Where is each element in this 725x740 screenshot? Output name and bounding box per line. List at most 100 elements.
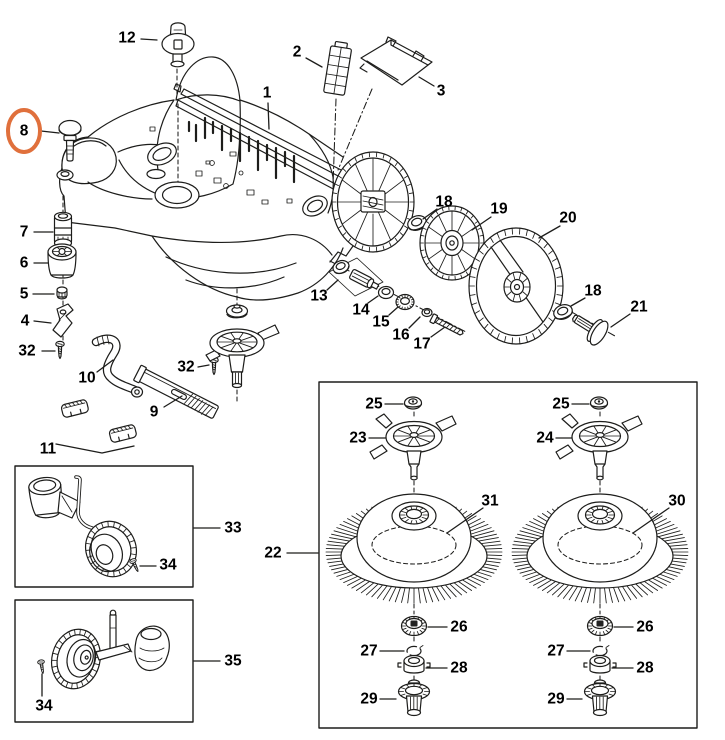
part-7-drawing xyxy=(53,211,73,248)
leader-line xyxy=(446,507,484,534)
inset-box-35 xyxy=(14,599,194,723)
callout-17: 17 xyxy=(413,326,446,353)
kit-33-drawing xyxy=(28,475,142,578)
callout-19: 19 xyxy=(471,201,508,231)
part-number-label: 1 xyxy=(263,85,272,102)
part-number-label: 16 xyxy=(392,327,410,344)
leader-line xyxy=(326,279,339,291)
leader-line xyxy=(305,57,323,68)
callout-18: 18 xyxy=(422,194,453,220)
leader-line xyxy=(408,316,421,329)
part-number-label: 9 xyxy=(150,404,159,421)
inset-box-33 xyxy=(14,465,194,588)
callout-27: 27 xyxy=(360,643,405,660)
leader-line xyxy=(140,38,158,41)
part-number-label: 4 xyxy=(21,313,30,330)
part-number-label: 31 xyxy=(481,493,499,510)
part-11-clip-drawing xyxy=(60,399,89,418)
part-number-label: 25 xyxy=(552,396,570,413)
part-number-label: 34 xyxy=(35,698,53,715)
deck-spindle-drawing xyxy=(205,304,280,389)
part-number-label: 29 xyxy=(360,691,378,708)
callout-5: 5 xyxy=(20,286,55,303)
callout-34: 34 xyxy=(139,557,177,574)
part-number-label: 12 xyxy=(118,30,135,47)
part-number-label: 19 xyxy=(490,201,508,218)
part-number-label: 26 xyxy=(450,619,468,636)
leader-line xyxy=(197,364,210,368)
part-21-bolt-drawing xyxy=(572,314,609,346)
part-34-screw xyxy=(36,658,47,675)
leader-line xyxy=(418,76,435,87)
part-number-label: 15 xyxy=(372,314,390,331)
part-number-label: 21 xyxy=(630,299,648,316)
part-number-label: 23 xyxy=(349,430,367,447)
part-number-label: 20 xyxy=(559,210,576,227)
part-number-label: 32 xyxy=(177,359,194,376)
callout-27-2: 27 xyxy=(547,643,591,660)
part-number-label: 3 xyxy=(437,83,446,100)
callout-2: 2 xyxy=(293,44,323,68)
callout-28-2: 28 xyxy=(611,660,654,677)
callout-13: 13 xyxy=(310,279,339,305)
callout-4: 4 xyxy=(21,313,52,330)
part-5-nut-drawing xyxy=(56,286,68,300)
part-32-screw xyxy=(55,340,65,360)
callout-7: 7 xyxy=(20,224,54,241)
part-number-label: 28 xyxy=(450,660,468,677)
leader-line xyxy=(33,320,52,324)
callout-1: 1 xyxy=(263,85,272,130)
part-number-label: 24 xyxy=(536,430,554,447)
callout-14: 14 xyxy=(352,295,379,319)
callout-29-2: 29 xyxy=(547,691,583,708)
part-number-label: 11 xyxy=(40,441,57,458)
deck-wheel-drawing xyxy=(331,151,415,253)
callout-21: 21 xyxy=(610,299,648,328)
part-8-bolt-drawing xyxy=(58,119,82,162)
part-number-label: 30 xyxy=(668,493,685,510)
leader-line xyxy=(96,359,114,373)
axle-parts-drawing xyxy=(328,257,464,336)
callout-6: 6 xyxy=(20,255,49,272)
leader-line xyxy=(55,443,135,454)
callout-29: 29 xyxy=(360,691,397,708)
part-number-label: 28 xyxy=(636,660,654,677)
part-number-label: 7 xyxy=(20,224,29,241)
callout-26-2: 26 xyxy=(613,619,654,636)
leader-line xyxy=(430,326,446,338)
callout-15: 15 xyxy=(372,306,399,331)
part-6-drawing xyxy=(47,243,77,279)
highlight-circle xyxy=(6,108,42,154)
callout-22: 22 xyxy=(264,545,319,562)
part-number-label: 14 xyxy=(352,302,370,319)
leader-line xyxy=(40,130,60,134)
leader-line xyxy=(422,208,438,220)
part-10-arm-drawing xyxy=(91,334,144,398)
callout-28: 28 xyxy=(425,660,468,677)
callout-35: 35 xyxy=(193,653,242,670)
part-number-label: 26 xyxy=(636,619,654,636)
part-20-wheel-drawing xyxy=(468,227,564,345)
leader-line xyxy=(367,295,379,304)
leader-line xyxy=(267,102,270,130)
part-number-label: 35 xyxy=(224,653,242,670)
part-number-label: 18 xyxy=(584,283,602,300)
callout-11: 11 xyxy=(40,441,135,458)
callout-20: 20 xyxy=(538,210,577,239)
leader-line xyxy=(388,306,399,316)
part-number-label: 27 xyxy=(360,643,377,660)
part-number-label: 18 xyxy=(435,194,453,211)
leader-line xyxy=(610,313,631,328)
part-9-rail-drawing xyxy=(133,364,219,419)
callout-25-2: 25 xyxy=(552,396,590,413)
part-number-label: 10 xyxy=(78,370,95,387)
callout-25: 25 xyxy=(365,396,404,413)
callout-30: 30 xyxy=(632,493,686,534)
leader-line xyxy=(570,297,586,307)
part-number-label: 13 xyxy=(310,288,328,305)
callout-16: 16 xyxy=(392,316,421,344)
part-number-label: 17 xyxy=(413,336,430,353)
part-2-drawing xyxy=(323,40,352,96)
